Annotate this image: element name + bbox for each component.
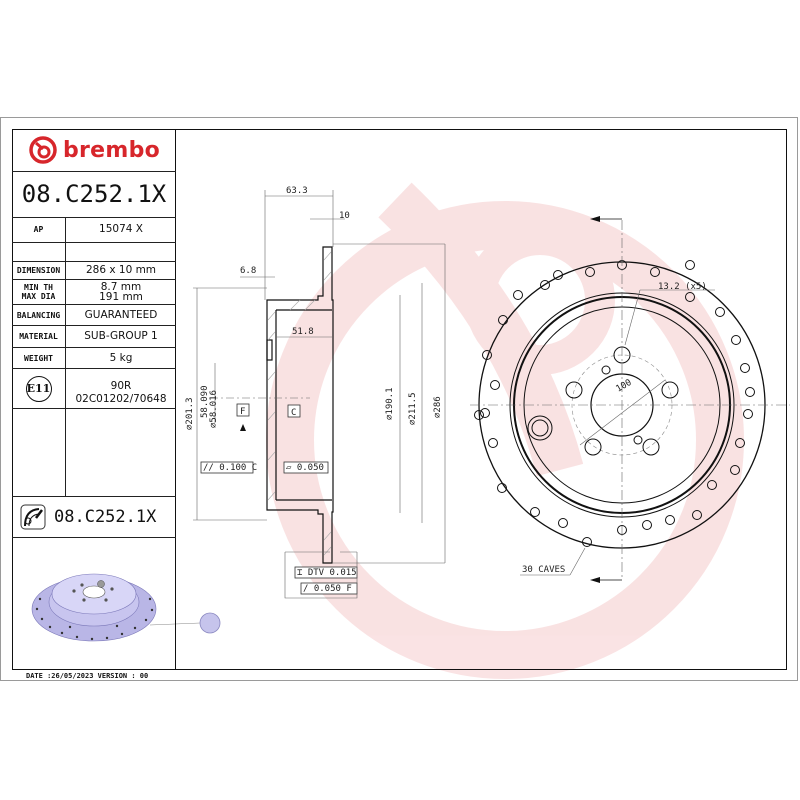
- spec-row-weight: WEIGHT 5 kg: [12, 348, 176, 369]
- dim-inner-depth: 51.8: [292, 327, 314, 337]
- drilled-holes: [474, 260, 755, 547]
- brembo-logo-icon: [29, 136, 57, 164]
- svg-text:30 CAVES: 30 CAVES: [522, 565, 565, 575]
- disc-3d-render: [31, 573, 157, 642]
- svg-text:⌀58.016: ⌀58.016: [209, 390, 219, 428]
- section-view: [266, 246, 334, 564]
- svg-text:▱ 0.050: ▱ 0.050: [286, 463, 324, 473]
- spec-row-ap: AP 15074 X: [12, 217, 176, 243]
- svg-text:// 0.100 C: // 0.100 C: [203, 463, 257, 473]
- spec-row-material: MATERIAL SUB-GROUP 1: [12, 326, 176, 348]
- brand-name: brembo: [62, 137, 161, 163]
- spec-row-min-max: MIN TH MAX DIA 8.7 mm 191 mm: [12, 280, 176, 305]
- brand-logo: brembo: [12, 129, 176, 172]
- drawing-frame: [12, 129, 787, 670]
- dim-overall-height: 63.3: [286, 186, 308, 196]
- title-block: brembo 08.C252.1X AP 15074 X DIMENSION 2…: [12, 129, 176, 670]
- detail-marker-icon: [199, 612, 221, 634]
- svg-text:⌶ DTV 0.015: ⌶ DTV 0.015: [297, 568, 357, 578]
- approval-row: E11 90R 02C01202/70648: [12, 369, 176, 409]
- bottom-part-number: 08.C252.1X: [54, 507, 157, 527]
- e11-approval-icon: E11: [25, 375, 52, 402]
- dim-d-center: 58.090: [200, 385, 210, 418]
- svg-text:13.2 (x5): 13.2 (x5): [658, 282, 707, 292]
- dim-thickness: 10: [339, 211, 350, 221]
- disc-caliper-icon: [20, 504, 46, 530]
- dim-d-hat: ⌀201.3: [185, 397, 195, 430]
- svg-text:C: C: [291, 408, 296, 418]
- svg-text:/ 0.050 F: / 0.050 F: [303, 584, 352, 594]
- bottom-part-row: 08.C252.1X: [12, 496, 176, 538]
- drawing-sheet: [0, 117, 798, 681]
- svg-text:⌀211.5: ⌀211.5: [408, 392, 418, 425]
- svg-text:⌀190.1: ⌀190.1: [385, 387, 395, 420]
- footer-date-version: DATE :26/05/2023 VERSION : 00: [26, 672, 149, 680]
- svg-text:⌀286: ⌀286: [433, 396, 443, 418]
- svg-text:F: F: [240, 407, 245, 417]
- spec-row-dimension: DIMENSION 286 x 10 mm: [12, 261, 176, 280]
- hatching: [267, 251, 332, 556]
- spec-row-balancing: BALANCING GUARANTEED: [12, 305, 176, 326]
- dim-hat-wall: 6.8: [240, 266, 256, 276]
- part-number: 08.C252.1X: [12, 171, 176, 218]
